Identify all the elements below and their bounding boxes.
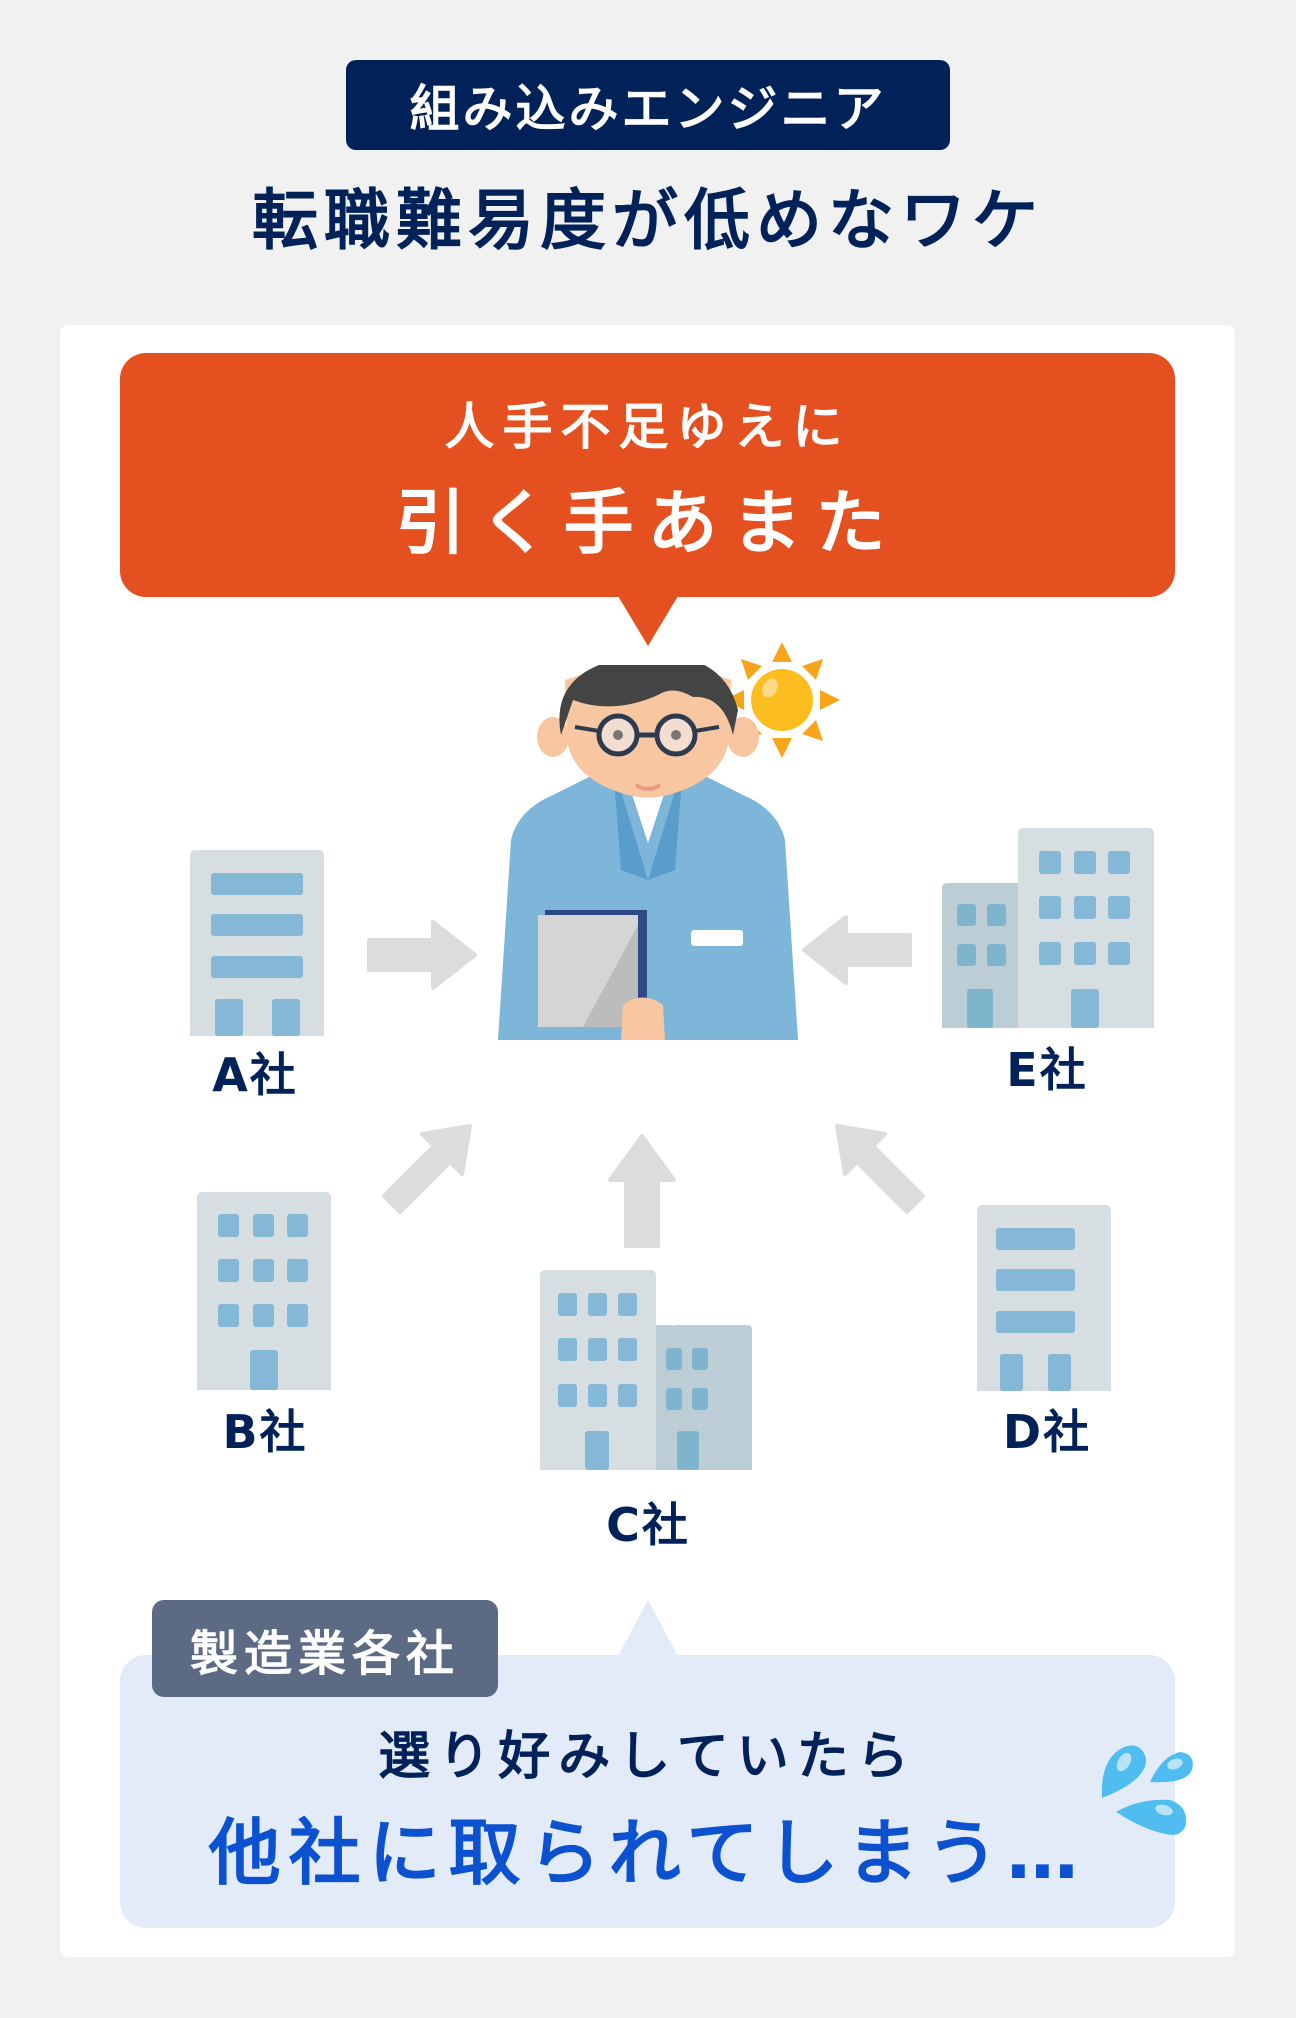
speech-bubble-tail bbox=[618, 596, 678, 646]
company-e-building-icon bbox=[942, 828, 1154, 1028]
speech-bubble-tail-up bbox=[618, 1600, 678, 1656]
speaker-tag: 製造業各社 bbox=[152, 1600, 498, 1697]
company-c-label: C社 bbox=[606, 1498, 690, 1552]
company-d-building-icon bbox=[977, 1205, 1111, 1391]
engineer-person-illustration bbox=[498, 665, 798, 1040]
arrow-up-right-icon bbox=[382, 1124, 472, 1214]
arrow-right-icon bbox=[367, 920, 477, 990]
company-e-label: E社 bbox=[1006, 1043, 1088, 1097]
concern-line-2: 他社に取られてしまう… bbox=[208, 1811, 1087, 1895]
reason-line-1: 人手不足ゆえに bbox=[444, 398, 851, 456]
reason-speech-bubble bbox=[120, 353, 1175, 597]
arrow-up-icon bbox=[608, 1134, 676, 1248]
company-d-label: D社 bbox=[1002, 1405, 1092, 1459]
sweat-drops-icon bbox=[1101, 1745, 1193, 1835]
company-a-label: A社 bbox=[212, 1048, 298, 1102]
reason-line-2: 引く手あまた bbox=[395, 482, 900, 564]
company-b-building-icon bbox=[197, 1192, 331, 1390]
page-title: 転職難易度が低めなワケ bbox=[252, 182, 1044, 259]
concern-speech-bubble bbox=[120, 1655, 1175, 1928]
company-c-building-icon bbox=[540, 1270, 752, 1470]
company-b-label: B社 bbox=[222, 1405, 308, 1459]
company-a-building-icon bbox=[190, 850, 324, 1036]
arrow-left-icon bbox=[802, 915, 912, 985]
category-tag: 組み込みエンジニア bbox=[346, 60, 950, 150]
arrow-up-left-icon bbox=[835, 1124, 925, 1214]
concern-line-1: 選り好みしていたら bbox=[378, 1727, 917, 1787]
